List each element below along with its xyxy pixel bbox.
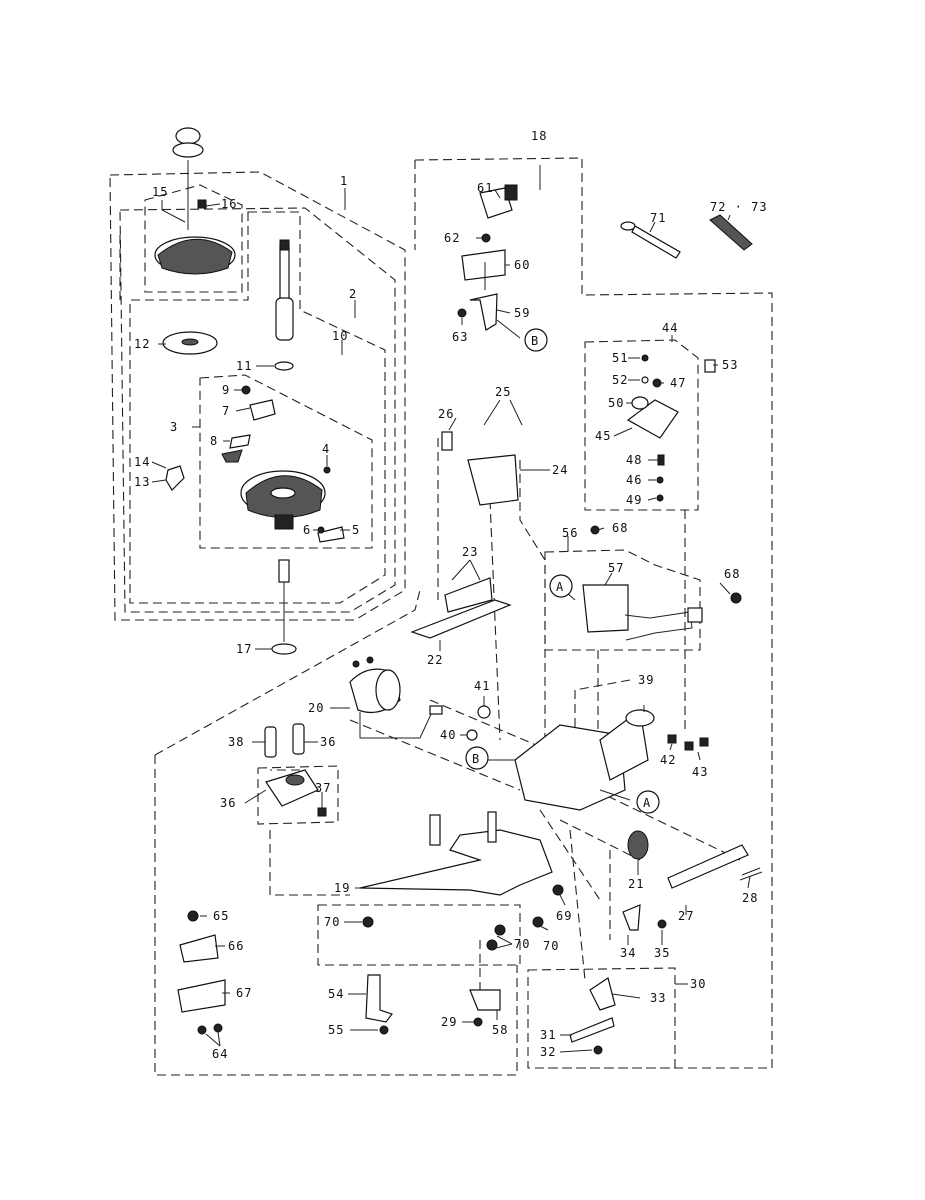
callout-35: 35 (654, 946, 670, 960)
callout-33: 33 (650, 991, 666, 1005)
callout-68-connector: 68 (724, 567, 740, 581)
callout-labels: 1 2 3 4 5 6 7 8 9 10 11 12 13 14 15 16 1… (134, 129, 768, 1061)
callout-66: 66 (228, 939, 244, 953)
parts-art (154, 127, 763, 1055)
callout-37: 37 (315, 781, 331, 795)
callout-34: 34 (620, 946, 636, 960)
callout-59: 59 (514, 306, 530, 320)
callout-25: 25 (495, 385, 511, 399)
callout-23: 23 (462, 545, 478, 559)
callout-63: 63 (452, 330, 468, 344)
callout-71: 71 (650, 211, 666, 225)
callout-21: 21 (628, 877, 644, 891)
callout-43: 43 (692, 765, 708, 779)
callout-1: 1 (340, 174, 348, 188)
marker-a-board: A (556, 580, 564, 594)
callout-42: 42 (660, 753, 676, 767)
callout-54: 54 (328, 987, 344, 1001)
callout-55: 55 (328, 1023, 344, 1037)
callout-60: 60 (514, 258, 530, 272)
callout-5: 5 (352, 523, 360, 537)
callout-18: 18 (531, 129, 547, 143)
callout-56: 56 (562, 526, 578, 540)
callout-39: 39 (638, 673, 654, 687)
callout-65: 65 (213, 909, 229, 923)
marker-a-frame: A (643, 796, 651, 810)
leader-lines (151, 165, 751, 1053)
callout-32: 32 (540, 1045, 556, 1059)
callout-26: 26 (438, 407, 454, 421)
callout-64: 64 (212, 1047, 228, 1061)
marker-group: B A B A (465, 328, 660, 814)
callout-13: 13 (134, 475, 150, 489)
callout-11: 11 (236, 359, 252, 373)
callout-51: 51 (612, 351, 628, 365)
marker-b-frame: B (472, 752, 480, 766)
callout-22: 22 (427, 653, 443, 667)
callout-53: 53 (722, 358, 738, 372)
callout-10: 10 (332, 329, 348, 343)
callout-57: 57 (608, 561, 624, 575)
callout-30: 30 (690, 977, 706, 991)
callout-14: 14 (134, 455, 150, 469)
callout-70-mid: 70 (514, 937, 530, 951)
callout-31: 31 (540, 1028, 556, 1042)
callout-41: 41 (474, 679, 490, 693)
callout-3: 3 (170, 420, 178, 434)
callout-40: 40 (440, 728, 456, 742)
callout-19: 19 (334, 881, 350, 895)
callout-12: 12 (134, 337, 150, 351)
callout-44: 44 (662, 321, 678, 335)
marker-a-circle (636, 790, 660, 814)
callout-68-screw: 68 (612, 521, 628, 535)
callout-36-block: 36 (220, 796, 236, 810)
callout-49: 49 (626, 493, 642, 507)
marker-b-circle (465, 746, 489, 770)
callout-28: 28 (742, 891, 758, 905)
marker-a-circle (549, 574, 573, 598)
callout-9: 9 (222, 383, 230, 397)
callout-4: 4 (322, 442, 330, 456)
callout-8: 8 (210, 434, 218, 448)
callout-67: 67 (236, 986, 252, 1000)
callout-24: 24 (552, 463, 568, 477)
callout-62: 62 (444, 231, 460, 245)
callout-70-left: 70 (324, 915, 340, 929)
callout-58: 58 (492, 1023, 508, 1037)
callout-50: 50 (608, 396, 624, 410)
marker-b-circle (524, 328, 548, 352)
callout-2: 2 (349, 287, 357, 301)
callout-29: 29 (441, 1015, 457, 1029)
callout-47: 47 (670, 376, 686, 390)
callout-69: 69 (556, 909, 572, 923)
callout-20: 20 (308, 701, 324, 715)
callout-46: 46 (626, 473, 642, 487)
callout-15: 15 (152, 185, 168, 199)
callout-70-right: 70 (543, 939, 559, 953)
callout-7: 7 (222, 404, 230, 418)
callout-52: 52 (612, 373, 628, 387)
callout-45: 45 (595, 429, 611, 443)
callout-72-73: 72 · 73 (710, 200, 768, 214)
marker-b-top: B (531, 334, 539, 348)
callout-17: 17 (236, 642, 252, 656)
callout-6: 6 (303, 523, 311, 537)
callout-36-pin: 36 (320, 735, 336, 749)
callout-27: 27 (678, 909, 694, 923)
callout-48: 48 (626, 453, 642, 467)
callout-38: 38 (228, 735, 244, 749)
callout-61: 61 (477, 181, 493, 195)
callout-16: 16 (221, 197, 237, 211)
